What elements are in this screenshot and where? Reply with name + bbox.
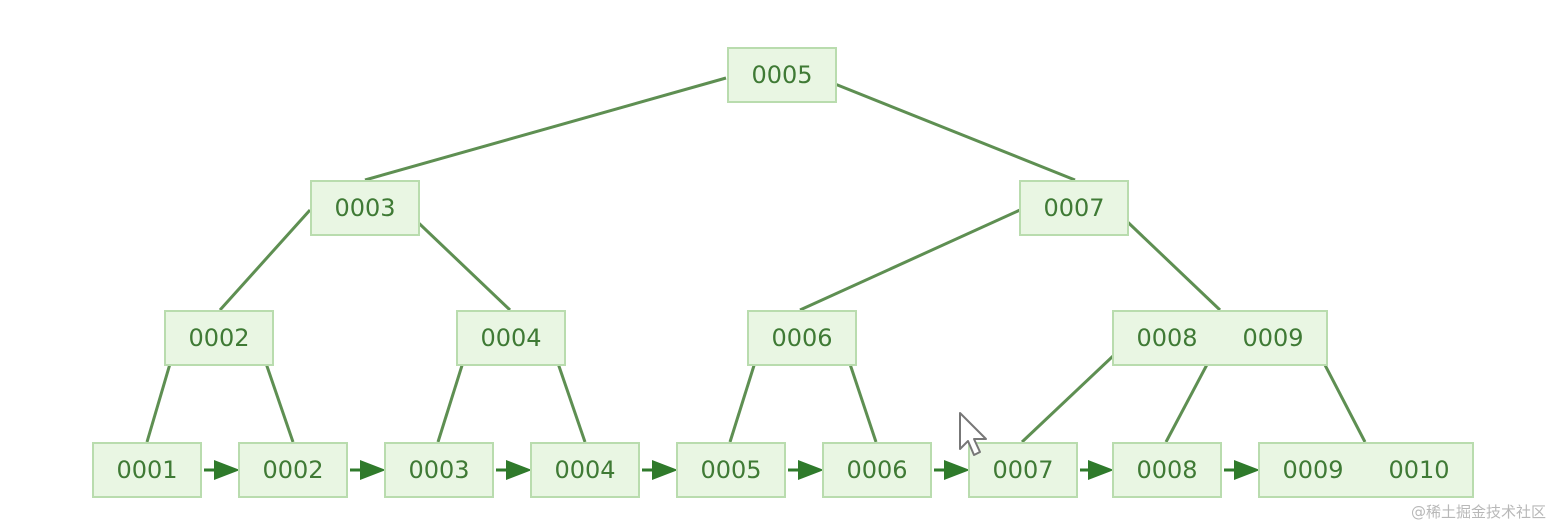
node-key: 0006 [846,456,908,484]
node-key: 0003 [408,456,470,484]
tree-edge [218,208,312,312]
tree-edge [824,78,1076,182]
tree-node-level1-1: 0007 [1019,180,1129,236]
tree-node-level2-1: 0004 [456,310,566,366]
arrow-cursor-icon [959,412,987,456]
node-key: 0002 [188,324,250,352]
tree-edge [403,208,512,312]
node-key: 0007 [1043,194,1105,222]
tree-node-leaves-0: 0001 [92,442,202,498]
node-key: 0007 [992,456,1054,484]
node-key: 0005 [700,456,762,484]
node-key: 0005 [751,61,813,89]
node-key: 0006 [771,324,833,352]
node-key: 0010 [1388,456,1450,484]
tree-node-level2-0: 0002 [164,310,274,366]
tree-node-leaves-8: 0009 0010 [1258,442,1474,498]
tree-node-root-0: 0005 [727,47,837,103]
tree-node-level2-3: 0008 0009 [1112,310,1328,366]
tree-node-leaves-5: 0006 [822,442,932,498]
node-key: 0004 [554,456,616,484]
tree-edge [799,208,1021,312]
node-key: 0009 [1242,324,1304,352]
node-key: 0008 [1136,456,1198,484]
tree-node-level2-2: 0006 [747,310,857,366]
node-key: 0008 [1136,324,1198,352]
tree-node-leaves-3: 0004 [530,442,640,498]
tree-node-leaves-6: 0007 [968,442,1078,498]
tree-node-leaves-4: 0005 [676,442,786,498]
tree-node-leaves-2: 0003 [384,442,494,498]
tree-node-leaves-1: 0002 [238,442,348,498]
watermark: @稀土掘金技术社区 [1410,503,1546,521]
node-key: 0009 [1282,456,1344,484]
tree-edge [1113,208,1222,312]
tree-node-level1-0: 0003 [310,180,420,236]
node-key: 0001 [116,456,178,484]
tree-node-leaves-7: 0008 [1112,442,1222,498]
tree-edge [364,76,727,182]
node-key: 0002 [262,456,324,484]
node-key: 0004 [480,324,542,352]
node-key: 0003 [334,194,396,222]
